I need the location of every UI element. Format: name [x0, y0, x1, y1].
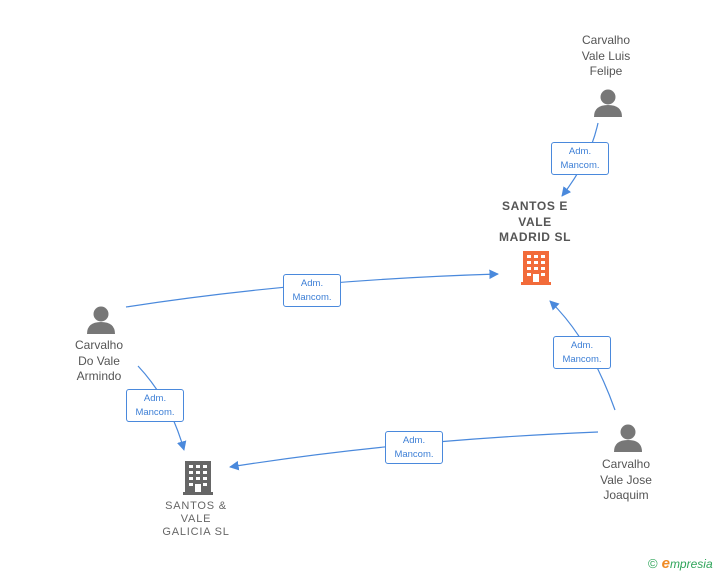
person-icon[interactable]: [614, 424, 642, 453]
edge-label[interactable]: Adm. Mancom.: [385, 431, 443, 464]
person-label-armindo[interactable]: Carvalho Do Vale Armindo: [74, 338, 124, 383]
edge-label-line1: Adm.: [300, 277, 324, 289]
edge-label-line2: Mancom.: [394, 448, 434, 460]
edge-label[interactable]: Adm. Mancom.: [553, 336, 611, 369]
edge-label-line1: Adm.: [570, 339, 594, 351]
edge-label-line1: Adm.: [143, 392, 167, 404]
building-icon[interactable]: [183, 461, 213, 495]
person-label-jose-joaquim[interactable]: Carvalho Vale Jose Joaquim: [600, 457, 652, 502]
edge-label-line2: Mancom.: [292, 291, 332, 303]
edge-label-line1: Adm.: [402, 434, 426, 446]
person-icon[interactable]: [87, 306, 115, 335]
edge-label-line2: Mancom.: [135, 406, 175, 418]
edge-label-line2: Mancom.: [562, 353, 602, 365]
building-icon[interactable]: [521, 251, 551, 285]
person-label-luis-felipe[interactable]: Carvalho Vale Luis Felipe: [581, 33, 631, 78]
edge-label[interactable]: Adm. Mancom.: [283, 274, 341, 307]
copyright-symbol: ©: [648, 556, 658, 571]
company-label-santos-galicia[interactable]: SANTOS & VALE GALICIA SL: [162, 500, 230, 538]
company-label-santos-madrid[interactable]: SANTOS E VALE MADRID SL: [498, 199, 572, 244]
edge-label-line2: Mancom.: [560, 159, 600, 171]
person-icon[interactable]: [594, 89, 622, 118]
edge-label[interactable]: Adm. Mancom.: [551, 142, 609, 175]
brand-logo: empresia: [661, 555, 713, 572]
footer-brand: © empresia: [648, 555, 713, 572]
edge-label[interactable]: Adm. Mancom.: [126, 389, 184, 422]
edge-label-line1: Adm.: [568, 145, 592, 157]
